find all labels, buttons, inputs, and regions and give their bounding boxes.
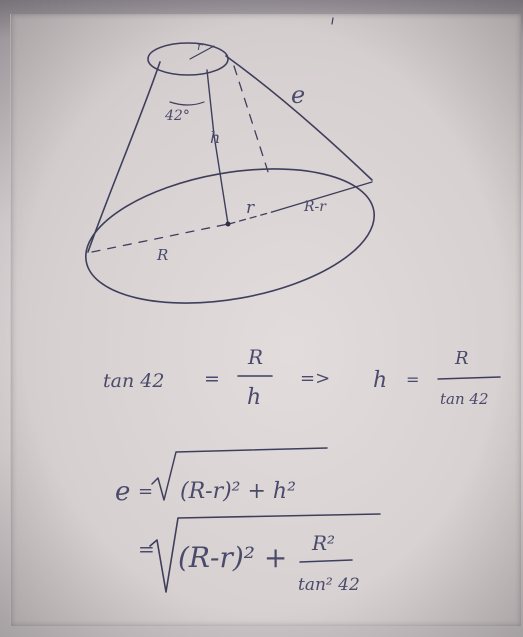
f3-numerator: R² bbox=[311, 531, 335, 555]
cone-right-side bbox=[225, 55, 373, 181]
cone-left-side bbox=[87, 61, 161, 253]
f2-radicand: (R-r)² + h² bbox=[180, 479, 296, 504]
label-top-r: r bbox=[197, 40, 203, 53]
base-inner-segment bbox=[228, 211, 273, 225]
f1-implies: => bbox=[300, 368, 330, 389]
f3-denominator: tan² 42 bbox=[298, 575, 360, 595]
f2-equals: = bbox=[138, 481, 153, 502]
f3-equals: = bbox=[138, 537, 155, 561]
f3-term1: (R-r)² + bbox=[178, 541, 287, 574]
label-slant-e: e bbox=[291, 81, 305, 109]
f3-sqrt-sign bbox=[149, 513, 381, 593]
label-big-r: R bbox=[156, 246, 168, 264]
base-radius-dashed bbox=[91, 223, 229, 253]
f1-rhs-numerator: R bbox=[454, 348, 469, 369]
formula-line-1: tan 42 = R h => h = R tan 42 bbox=[103, 345, 501, 410]
stray-mark bbox=[331, 17, 334, 25]
top-radius-line bbox=[189, 45, 215, 60]
label-height-h: h bbox=[210, 128, 220, 147]
paper-sheet bbox=[10, 14, 521, 626]
f1-numerator: R bbox=[247, 345, 263, 369]
f1-denominator: h bbox=[247, 385, 261, 410]
formula-line-3: = (R-r)² + R² tan² 42 bbox=[138, 513, 381, 595]
top-circle bbox=[147, 42, 229, 76]
f3-fraction-bar bbox=[299, 559, 353, 563]
base-ellipse bbox=[85, 168, 375, 304]
height-line bbox=[206, 69, 229, 225]
base-diff-segment bbox=[271, 181, 373, 213]
label-base-r: r bbox=[246, 198, 255, 218]
angle-arc bbox=[169, 101, 205, 106]
f2-lhs: e bbox=[115, 477, 130, 507]
f1-rhs-fraction-bar bbox=[437, 376, 501, 380]
f1-equals: = bbox=[204, 368, 220, 390]
f1-rhs-var: h bbox=[373, 368, 387, 393]
label-angle: 42° bbox=[164, 108, 190, 124]
f1-lhs: tan 42 bbox=[103, 370, 164, 392]
f2-sqrt-sign bbox=[151, 447, 328, 501]
f1-rhs-denominator: tan 42 bbox=[440, 390, 489, 408]
dashed-vertical bbox=[233, 65, 271, 179]
label-r-minus-r: R-r bbox=[303, 199, 327, 215]
f1-rhs-equals: = bbox=[406, 370, 419, 389]
base-center-dot bbox=[225, 221, 231, 227]
formula-line-2: e = (R-r)² + h² bbox=[115, 447, 328, 507]
